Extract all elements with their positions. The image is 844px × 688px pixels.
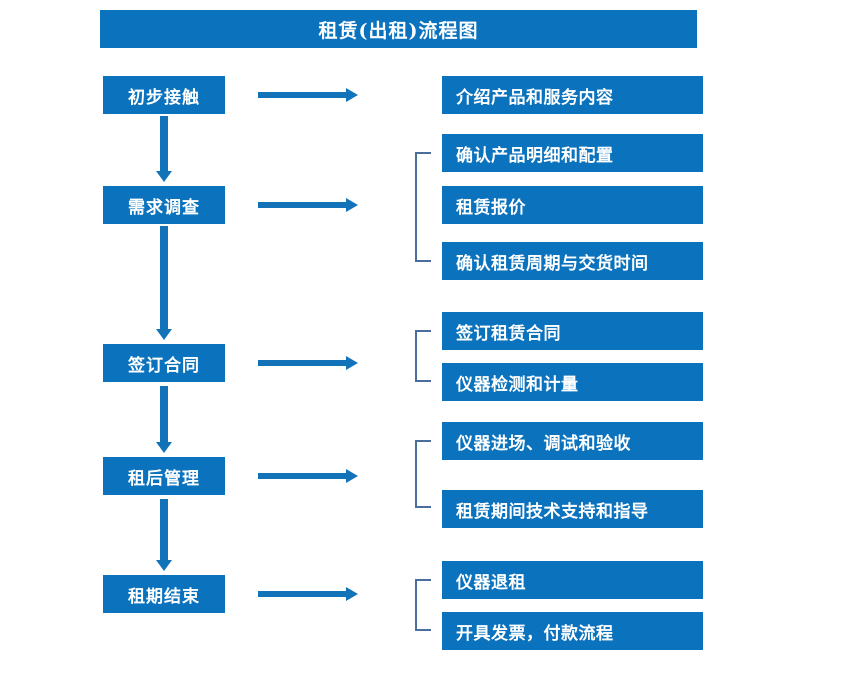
arrow-head xyxy=(346,88,358,102)
arrow-shaft xyxy=(258,591,347,597)
horizontal-arrow-icon-5 xyxy=(258,585,358,603)
stage-box-3[interactable]: 签订合同 xyxy=(103,344,225,382)
arrow-shaft xyxy=(160,386,168,443)
vertical-arrow-icon-2 xyxy=(154,226,174,340)
vertical-arrow-icon-1 xyxy=(154,116,174,182)
detail-box-7[interactable]: 仪器进场、调试和验收 xyxy=(442,422,703,460)
detail-box-1[interactable]: 介绍产品和服务内容 xyxy=(442,76,703,114)
bracket-connector-2 xyxy=(415,330,431,382)
arrow-head xyxy=(346,198,358,212)
vertical-arrow-icon-3 xyxy=(154,386,174,453)
arrow-shaft xyxy=(160,499,168,561)
arrow-shaft xyxy=(160,226,168,330)
bracket-connector-3 xyxy=(415,440,431,508)
horizontal-arrow-icon-1 xyxy=(258,86,358,104)
stage-box-2[interactable]: 需求调查 xyxy=(103,186,225,224)
horizontal-arrow-icon-4 xyxy=(258,467,358,485)
horizontal-arrow-icon-2 xyxy=(258,196,358,214)
detail-box-4[interactable]: 确认租赁周期与交货时间 xyxy=(442,242,703,280)
detail-box-9[interactable]: 仪器退租 xyxy=(442,561,703,599)
arrow-head xyxy=(346,356,358,370)
arrow-head xyxy=(156,442,172,453)
arrow-head xyxy=(346,469,358,483)
arrow-shaft xyxy=(160,116,168,172)
detail-box-5[interactable]: 签订租赁合同 xyxy=(442,312,703,350)
stage-box-4[interactable]: 租后管理 xyxy=(103,457,225,495)
chart-title: 租赁(出租)流程图 xyxy=(100,10,697,48)
arrow-head xyxy=(156,171,172,182)
arrow-head xyxy=(156,560,172,571)
arrow-shaft xyxy=(258,473,347,479)
horizontal-arrow-icon-3 xyxy=(258,354,358,372)
detail-box-10[interactable]: 开具发票，付款流程 xyxy=(442,612,703,650)
arrow-shaft xyxy=(258,360,347,366)
bracket-connector-1 xyxy=(415,152,431,262)
arrow-head xyxy=(156,329,172,340)
stage-box-1[interactable]: 初步接触 xyxy=(103,76,225,114)
arrow-head xyxy=(346,587,358,601)
arrow-shaft xyxy=(258,92,347,98)
vertical-arrow-icon-4 xyxy=(154,499,174,571)
detail-box-2[interactable]: 确认产品明细和配置 xyxy=(442,134,703,172)
detail-box-3[interactable]: 租赁报价 xyxy=(442,186,703,224)
bracket-connector-4 xyxy=(415,579,431,631)
stage-box-5[interactable]: 租期结束 xyxy=(103,575,225,613)
arrow-shaft xyxy=(258,202,347,208)
detail-box-6[interactable]: 仪器检测和计量 xyxy=(442,363,703,401)
detail-box-8[interactable]: 租赁期间技术支持和指导 xyxy=(442,490,703,528)
